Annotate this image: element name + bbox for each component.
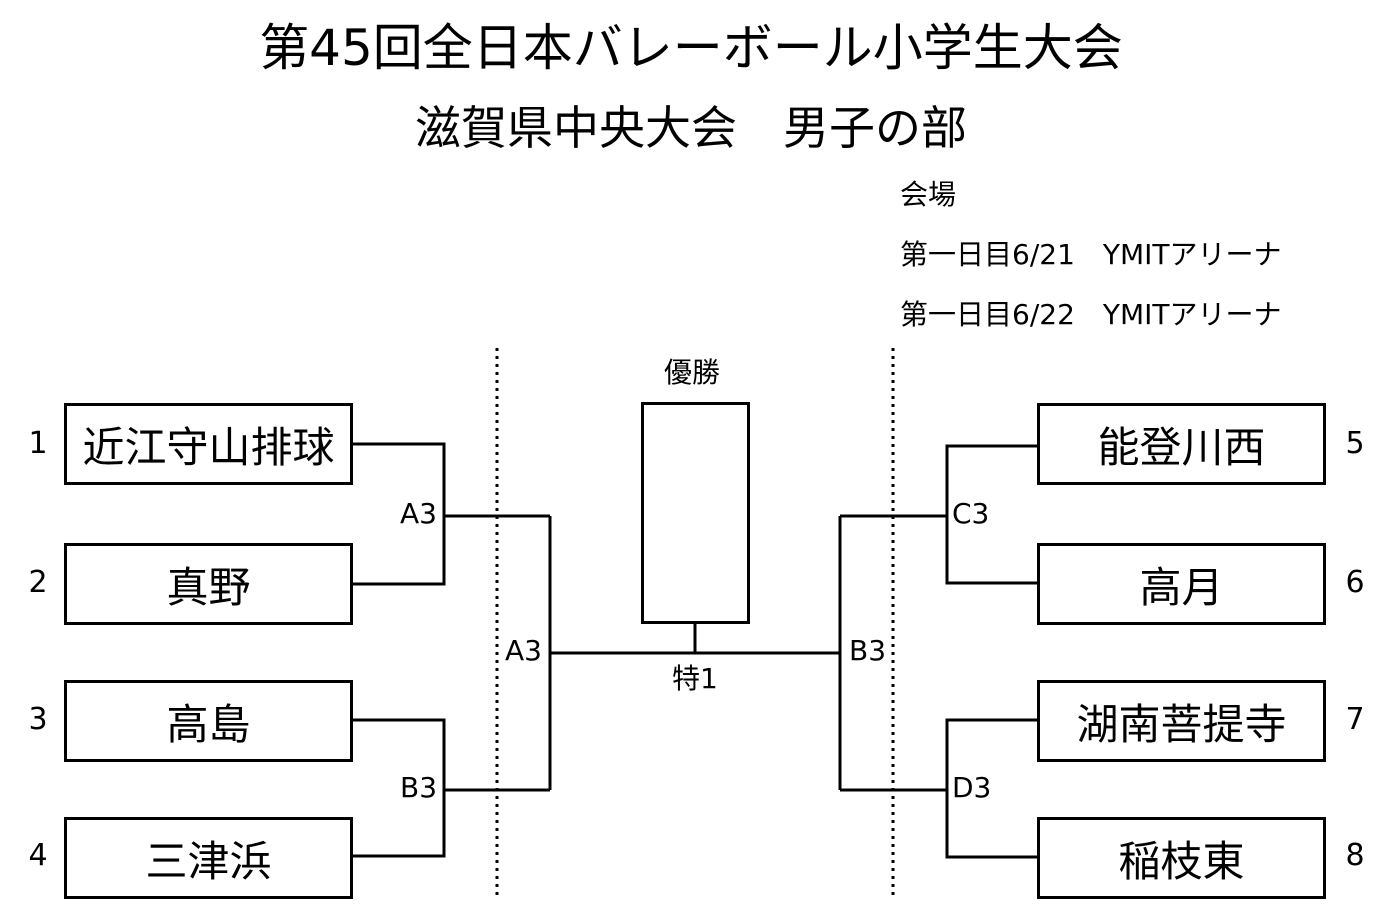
team-name: 高月 xyxy=(1139,562,1224,612)
champion-box xyxy=(641,402,750,624)
seed-number: 5 xyxy=(1345,426,1365,461)
seed-number: 4 xyxy=(28,838,48,873)
seed-number: 8 xyxy=(1345,838,1365,873)
venue-day1: 第一日目6/21 YMITアリーナ xyxy=(900,238,1282,271)
team-name: 真野 xyxy=(166,562,251,612)
match-label-left-top: A3 xyxy=(400,497,437,530)
bracket-line-left-top xyxy=(352,442,446,586)
team-name: 湖南菩提寺 xyxy=(1076,699,1287,749)
venue-day2: 第一日目6/22 YMITアリーナ xyxy=(900,298,1282,331)
team-box: 近江守山排球 xyxy=(64,403,353,485)
tournament-title: 第45回全日本バレーボール小学生大会 xyxy=(259,19,1123,77)
team-name: 三津浜 xyxy=(145,836,272,886)
match-label-right-bottom: D3 xyxy=(952,771,992,804)
team-box: 高月 xyxy=(1037,543,1326,625)
bracket-line-left-bottom xyxy=(352,718,446,858)
team-box: 真野 xyxy=(64,543,353,625)
team-box: 高島 xyxy=(64,680,353,762)
team-box: 三津浜 xyxy=(64,817,353,899)
seed-number: 2 xyxy=(28,565,48,600)
team-name: 能登川西 xyxy=(1097,422,1266,472)
team-box: 稲枝東 xyxy=(1037,817,1326,899)
match-label-final: 特1 xyxy=(672,662,718,695)
tournament-subtitle: 滋賀県中央大会 男子の部 xyxy=(415,101,967,155)
match-label-right-top: C3 xyxy=(952,497,990,530)
match-label-left-semi: A3 xyxy=(505,634,542,667)
seed-number: 6 xyxy=(1345,565,1365,600)
team-name: 近江守山排球 xyxy=(82,422,335,472)
seed-number: 7 xyxy=(1345,702,1365,737)
team-name: 稲枝東 xyxy=(1118,836,1245,886)
venue-label: 会場 xyxy=(900,178,957,211)
match-label-left-bottom: B3 xyxy=(400,771,438,804)
team-name: 高島 xyxy=(166,699,251,749)
seed-number: 1 xyxy=(28,426,48,461)
team-box: 能登川西 xyxy=(1037,403,1326,485)
match-label-right-semi: B3 xyxy=(849,634,887,667)
team-box: 湖南菩提寺 xyxy=(1037,680,1326,762)
seed-number: 3 xyxy=(28,702,48,737)
champion-label: 優勝 xyxy=(664,356,721,389)
